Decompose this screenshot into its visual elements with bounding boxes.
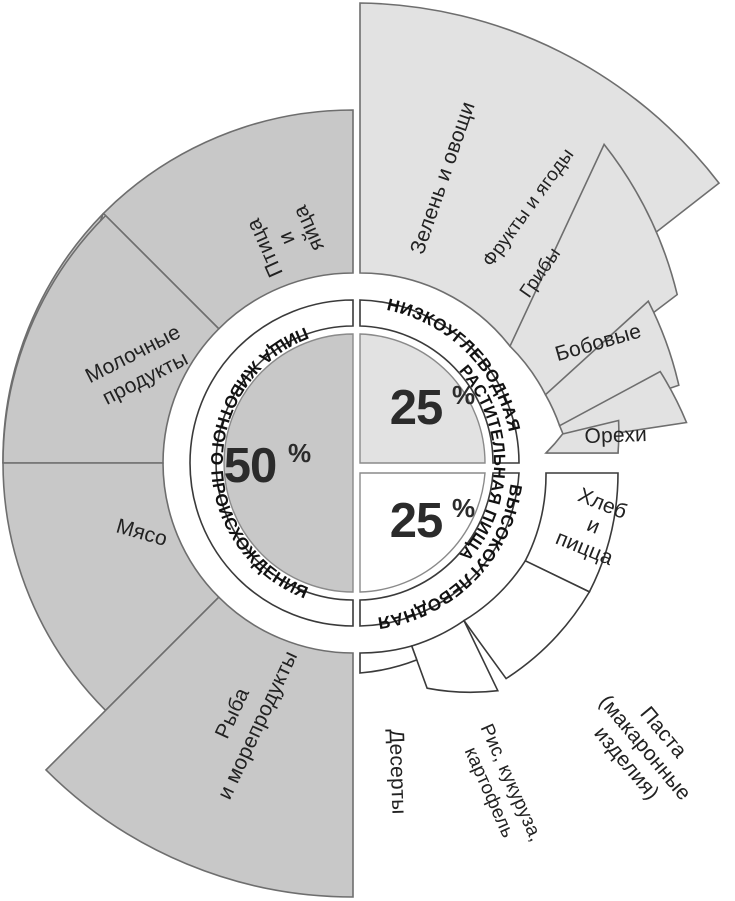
ring-band-animal — [189, 299, 354, 627]
core-animal-half[interactable] — [223, 333, 354, 593]
percent-animal-sign: % — [288, 438, 311, 468]
percent-group: 50 % 25 % 25 % — [224, 380, 475, 548]
percent-low-carb-sign: % — [452, 380, 475, 410]
core-low-carb-quarter[interactable] — [359, 333, 486, 464]
label-desserts: Десерты — [385, 729, 411, 815]
segment-fruits-berries[interactable] — [509, 142, 679, 396]
label-nuts: Орехи — [584, 423, 647, 448]
percent-high-carb: 25 — [390, 494, 443, 548]
ring-band-low-carb — [359, 299, 520, 464]
low-carb-segments-group — [359, 2, 721, 454]
core-group — [189, 299, 520, 627]
ring-band-high-carb — [359, 472, 520, 627]
percent-high-carb-sign: % — [452, 493, 475, 523]
core-high-carb-quarter[interactable] — [359, 472, 486, 593]
segment-dairy-main[interactable] — [2, 214, 220, 464]
percent-animal: 50 — [224, 439, 277, 493]
segment-legumes[interactable] — [558, 370, 688, 442]
segment-fish-seafood[interactable] — [44, 596, 354, 898]
segment-poultry-eggs[interactable] — [102, 109, 354, 330]
segment-meat[interactable] — [2, 462, 220, 712]
segment-nuts-main[interactable] — [544, 419, 620, 454]
segment-rice-corn-potato[interactable] — [410, 619, 500, 694]
percent-low-carb: 25 — [390, 381, 443, 435]
segment-desserts[interactable] — [359, 645, 418, 674]
segment-pasta[interactable] — [462, 559, 591, 680]
segment-greens-vegetables[interactable] — [359, 2, 721, 348]
high-carb-segments-group — [359, 472, 619, 694]
animal-segments-group — [0, 0, 354, 898]
